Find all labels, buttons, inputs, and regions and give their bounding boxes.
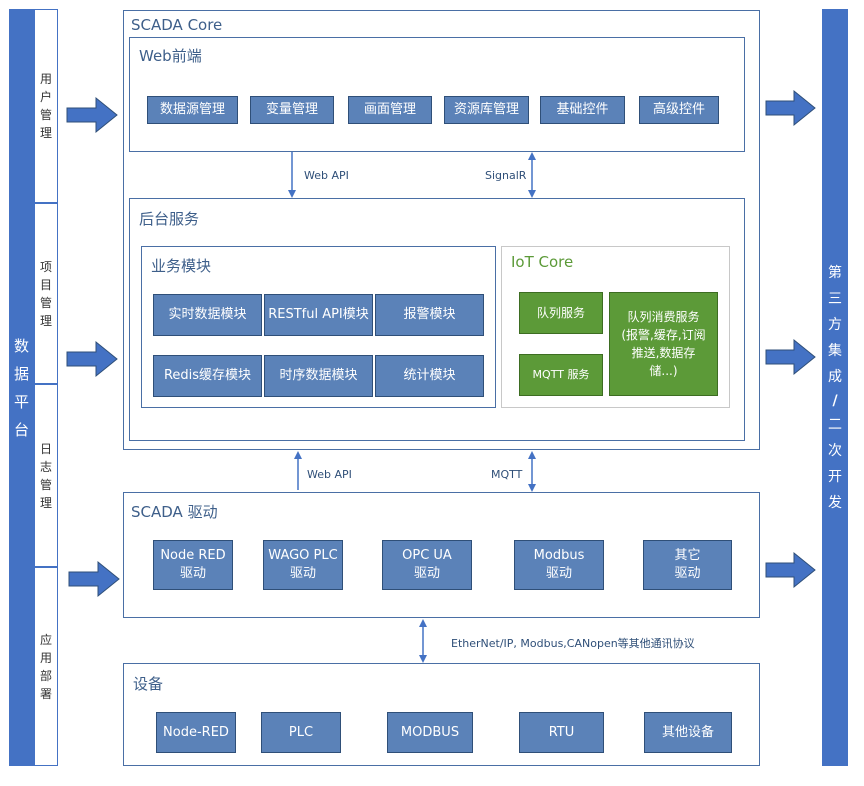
data-platform-char: 据 bbox=[13, 364, 29, 383]
other-driver-box: 其它 驱动 bbox=[643, 540, 732, 590]
timeseries-data-module: 时序数据模块 bbox=[264, 355, 373, 397]
driver-line: 驱动 bbox=[545, 566, 572, 581]
protocol-label: EtherNet/IP, Modbus,CANopen等其他通讯协议 bbox=[451, 637, 695, 650]
modbus-device-box: MODBUS bbox=[387, 712, 473, 753]
left-arrow-icon bbox=[68, 560, 120, 598]
third-party-char: 成 bbox=[828, 368, 842, 385]
resource-library-box: 资源库管理 bbox=[444, 96, 529, 124]
sub-char: 署 bbox=[39, 686, 52, 701]
web-api-label: Web API bbox=[304, 169, 349, 182]
alarm-module: 报警模块 bbox=[375, 294, 484, 336]
consumer-line: 队列消费服务 bbox=[627, 310, 700, 324]
sub-char: 日 bbox=[39, 441, 52, 456]
data-platform-bar: 数 据 平 台 bbox=[9, 9, 34, 766]
driver-line: 其它 bbox=[674, 548, 701, 563]
data-platform-char: 台 bbox=[13, 420, 29, 439]
web-frontend-panel: Web前端 bbox=[129, 37, 745, 152]
redis-cache-module: Redis缓存模块 bbox=[153, 355, 262, 397]
sub-char: 管 bbox=[39, 477, 52, 492]
iot-core-title: IoT Core bbox=[511, 253, 574, 271]
driver-line: WAGO PLC bbox=[268, 548, 338, 563]
sub-char: 应 bbox=[39, 632, 52, 647]
realtime-data-module: 实时数据模块 bbox=[153, 294, 262, 336]
sub-char: 志 bbox=[39, 459, 52, 474]
data-platform-char: 数 bbox=[13, 336, 29, 355]
devices-title: 设备 bbox=[133, 675, 164, 693]
restful-api-module: RESTful API模块 bbox=[264, 294, 373, 336]
sub-char: 用 bbox=[39, 72, 52, 86]
third-party-char: 发 bbox=[828, 494, 842, 511]
third-party-char: / bbox=[832, 392, 838, 409]
basic-controls-box: 基础控件 bbox=[540, 96, 625, 124]
sub-char: 项 bbox=[39, 259, 52, 274]
sub-char: 部 bbox=[39, 668, 52, 683]
sub-char: 目 bbox=[39, 277, 52, 292]
sub-char: 户 bbox=[39, 90, 52, 104]
sub-char: 用 bbox=[39, 650, 52, 665]
node-red-driver-box: Node RED 驱动 bbox=[153, 540, 233, 590]
project-management-box: 项 目 管 理 bbox=[34, 203, 58, 384]
driver-line: Node RED bbox=[160, 548, 226, 563]
left-arrow-icon bbox=[66, 96, 118, 134]
left-arrow-icon bbox=[66, 340, 118, 378]
datasource-management-box: 数据源管理 bbox=[147, 96, 238, 124]
third-party-char: 二 bbox=[828, 416, 842, 433]
third-party-char: 次 bbox=[828, 442, 842, 459]
driver-line: 驱动 bbox=[179, 566, 206, 581]
scada-core-title: SCADA Core bbox=[131, 16, 223, 34]
web-frontend-title: Web前端 bbox=[139, 47, 202, 65]
queue-consumer-service-box: 队列消费服务 (报警,缓存,订阅 推送,数据存 储...) bbox=[609, 292, 718, 396]
sub-char: 管 bbox=[39, 295, 52, 310]
driver-mqtt-label: MQTT bbox=[491, 468, 523, 481]
driver-line: OPC UA bbox=[402, 548, 452, 563]
node-red-device-box: Node-RED bbox=[156, 712, 236, 753]
third-party-char: 方 bbox=[828, 316, 842, 333]
app-deployment-box: 应 用 部 署 bbox=[34, 567, 58, 766]
consumer-line: 推送,数据存 bbox=[631, 346, 696, 360]
sub-char: 理 bbox=[39, 313, 52, 328]
scada-driver-title: SCADA 驱动 bbox=[131, 503, 218, 521]
log-management-box: 日 志 管 理 bbox=[34, 384, 58, 567]
driver-web-api-label: Web API bbox=[307, 468, 352, 481]
modbus-driver-box: Modbus 驱动 bbox=[514, 540, 604, 590]
screen-management-box: 画面管理 bbox=[348, 96, 432, 124]
driver-line: 驱动 bbox=[413, 566, 440, 581]
sub-char: 理 bbox=[39, 495, 52, 510]
mqtt-service-box: MQTT 服务 bbox=[519, 354, 603, 396]
driver-line: 驱动 bbox=[289, 566, 316, 581]
third-party-char: 三 bbox=[828, 290, 842, 307]
backend-title: 后台服务 bbox=[139, 210, 200, 228]
right-arrow-icon bbox=[765, 89, 816, 127]
opc-ua-driver-box: OPC UA 驱动 bbox=[382, 540, 472, 590]
rtu-device-box: RTU bbox=[519, 712, 604, 753]
driver-line: Modbus bbox=[533, 548, 585, 563]
variable-management-box: 变量管理 bbox=[250, 96, 334, 124]
third-party-char: 开 bbox=[828, 468, 842, 485]
business-title: 业务模块 bbox=[151, 257, 212, 275]
sub-char: 理 bbox=[39, 126, 52, 140]
consumer-line: 储...) bbox=[649, 364, 678, 378]
right-arrow-icon bbox=[765, 338, 816, 376]
sub-char: 管 bbox=[39, 108, 52, 122]
wago-plc-driver-box: WAGO PLC 驱动 bbox=[263, 540, 343, 590]
driver-line: 驱动 bbox=[674, 566, 701, 581]
right-arrow-icon bbox=[765, 551, 816, 589]
other-device-box: 其他设备 bbox=[644, 712, 732, 753]
data-platform-char: 平 bbox=[13, 392, 29, 411]
plc-device-box: PLC bbox=[261, 712, 341, 753]
consumer-line: (报警,缓存,订阅 bbox=[621, 328, 706, 342]
advanced-controls-box: 高级控件 bbox=[639, 96, 719, 124]
signalr-label: SignalR bbox=[485, 169, 527, 182]
third-party-integration-bar: 第 三 方 集 成 / 二 次 开 发 bbox=[822, 9, 848, 766]
third-party-char: 集 bbox=[828, 342, 842, 359]
statistics-module: 统计模块 bbox=[375, 355, 484, 397]
queue-service-box: 队列服务 bbox=[519, 292, 603, 334]
user-management-box: 用 户 管 理 bbox=[34, 9, 58, 203]
third-party-char: 第 bbox=[828, 264, 842, 281]
